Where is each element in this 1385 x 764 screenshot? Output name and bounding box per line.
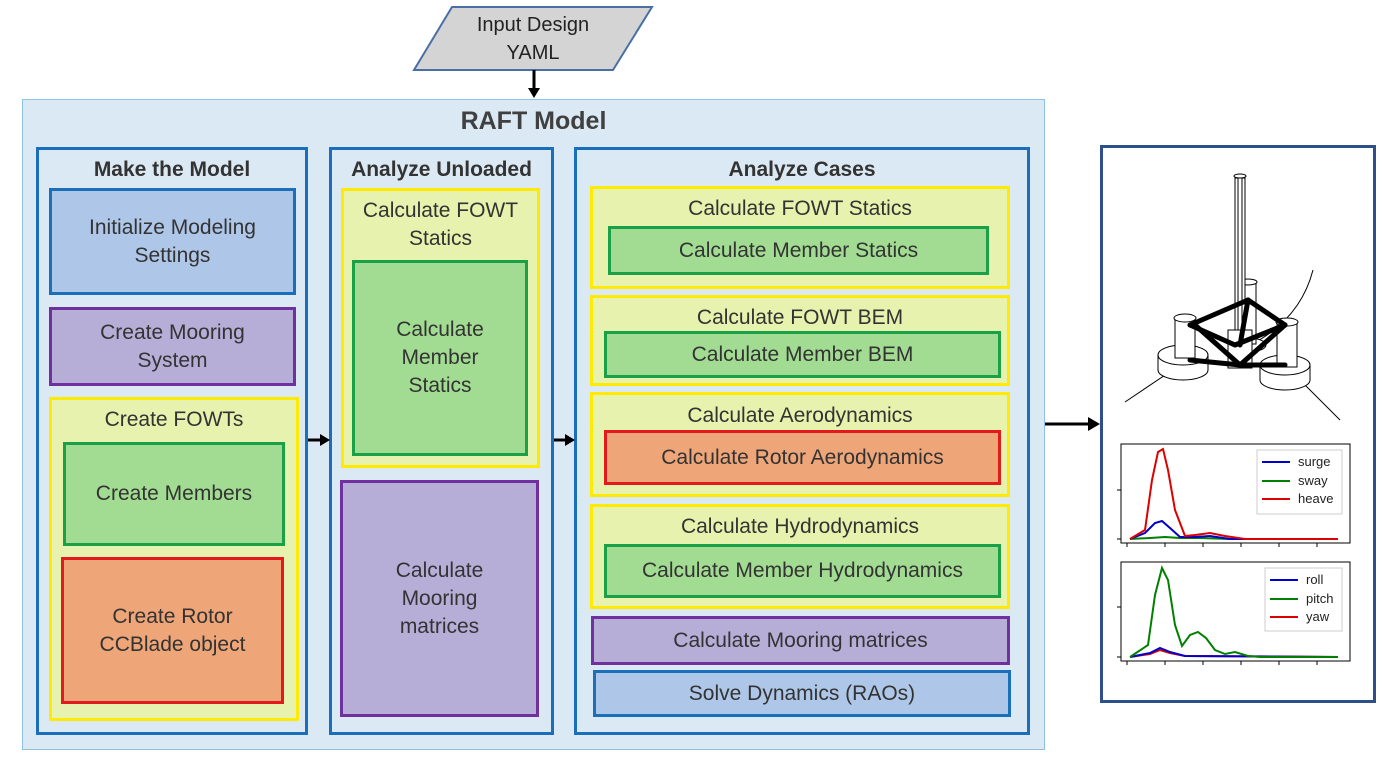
cases-mooring-box: Calculate Mooring matrices bbox=[591, 616, 1010, 665]
legend-yaw: yaw bbox=[1306, 609, 1330, 624]
create-members-box: Create Members bbox=[63, 442, 285, 546]
initialize-settings-box: Initialize Modeling Settings bbox=[49, 188, 296, 295]
make-model-title: Make the Model bbox=[93, 158, 251, 181]
unloaded-member-statics-box: Calculate Member Statics bbox=[352, 260, 528, 456]
legend-surge: surge bbox=[1298, 454, 1331, 469]
heave-line bbox=[1129, 447, 1338, 540]
cases-aero-title: Calculate Aerodynamics bbox=[687, 404, 913, 427]
analyze-cases-panel: Analyze Cases bbox=[574, 147, 1030, 735]
legend-roll: roll bbox=[1306, 572, 1324, 587]
arrow-make-to-unloaded bbox=[308, 434, 330, 446]
unloaded-mooring-box: Calculate Mooring matrices bbox=[340, 480, 539, 717]
cases-member-hydro-box: Calculate Member Hydrodynamics bbox=[604, 544, 1001, 598]
unloaded-statics-title: Calculate FOWT Statics bbox=[362, 199, 519, 250]
cases-member-bem-box: Calculate Member BEM bbox=[604, 331, 1001, 378]
cases-member-statics-box: Calculate Member Statics bbox=[608, 226, 989, 275]
legend-heave: heave bbox=[1298, 491, 1334, 506]
cases-dynamics-box: Solve Dynamics (RAOs) bbox=[593, 670, 1011, 717]
cases-rotor-aero-box: Calculate Rotor Aerodynamics bbox=[604, 430, 1001, 485]
cases-statics-title: Calculate FOWT Statics bbox=[688, 197, 912, 220]
arrow-unloaded-to-cases bbox=[554, 434, 575, 446]
analyze-unloaded-panel: Analyze Unloaded bbox=[329, 147, 554, 735]
analyze-cases-title: Analyze Cases bbox=[728, 158, 876, 181]
create-mooring-box: Create Mooring System bbox=[49, 307, 296, 386]
surge-line bbox=[1129, 519, 1338, 540]
legend-sway: sway bbox=[1298, 473, 1328, 488]
roll-line bbox=[1129, 646, 1339, 658]
analyze-unloaded-title: Analyze Unloaded bbox=[351, 158, 532, 181]
legend-pitch: pitch bbox=[1306, 591, 1334, 606]
pitch-line bbox=[1129, 565, 1338, 658]
input-design-label: Input Design YAML bbox=[476, 14, 590, 64]
cases-bem-title: Calculate FOWT BEM bbox=[696, 306, 904, 329]
make-model-panel: Make the Model bbox=[36, 147, 308, 735]
raft-model-title: RAFT Model bbox=[460, 107, 607, 135]
cases-hydro-title: Calculate Hydrodynamics bbox=[680, 515, 920, 538]
create-fowts-title: Create FOWTs bbox=[104, 408, 244, 431]
create-rotor-box: Create Rotor CCBlade object bbox=[61, 557, 284, 704]
arrow-cases-to-results bbox=[1045, 417, 1100, 431]
